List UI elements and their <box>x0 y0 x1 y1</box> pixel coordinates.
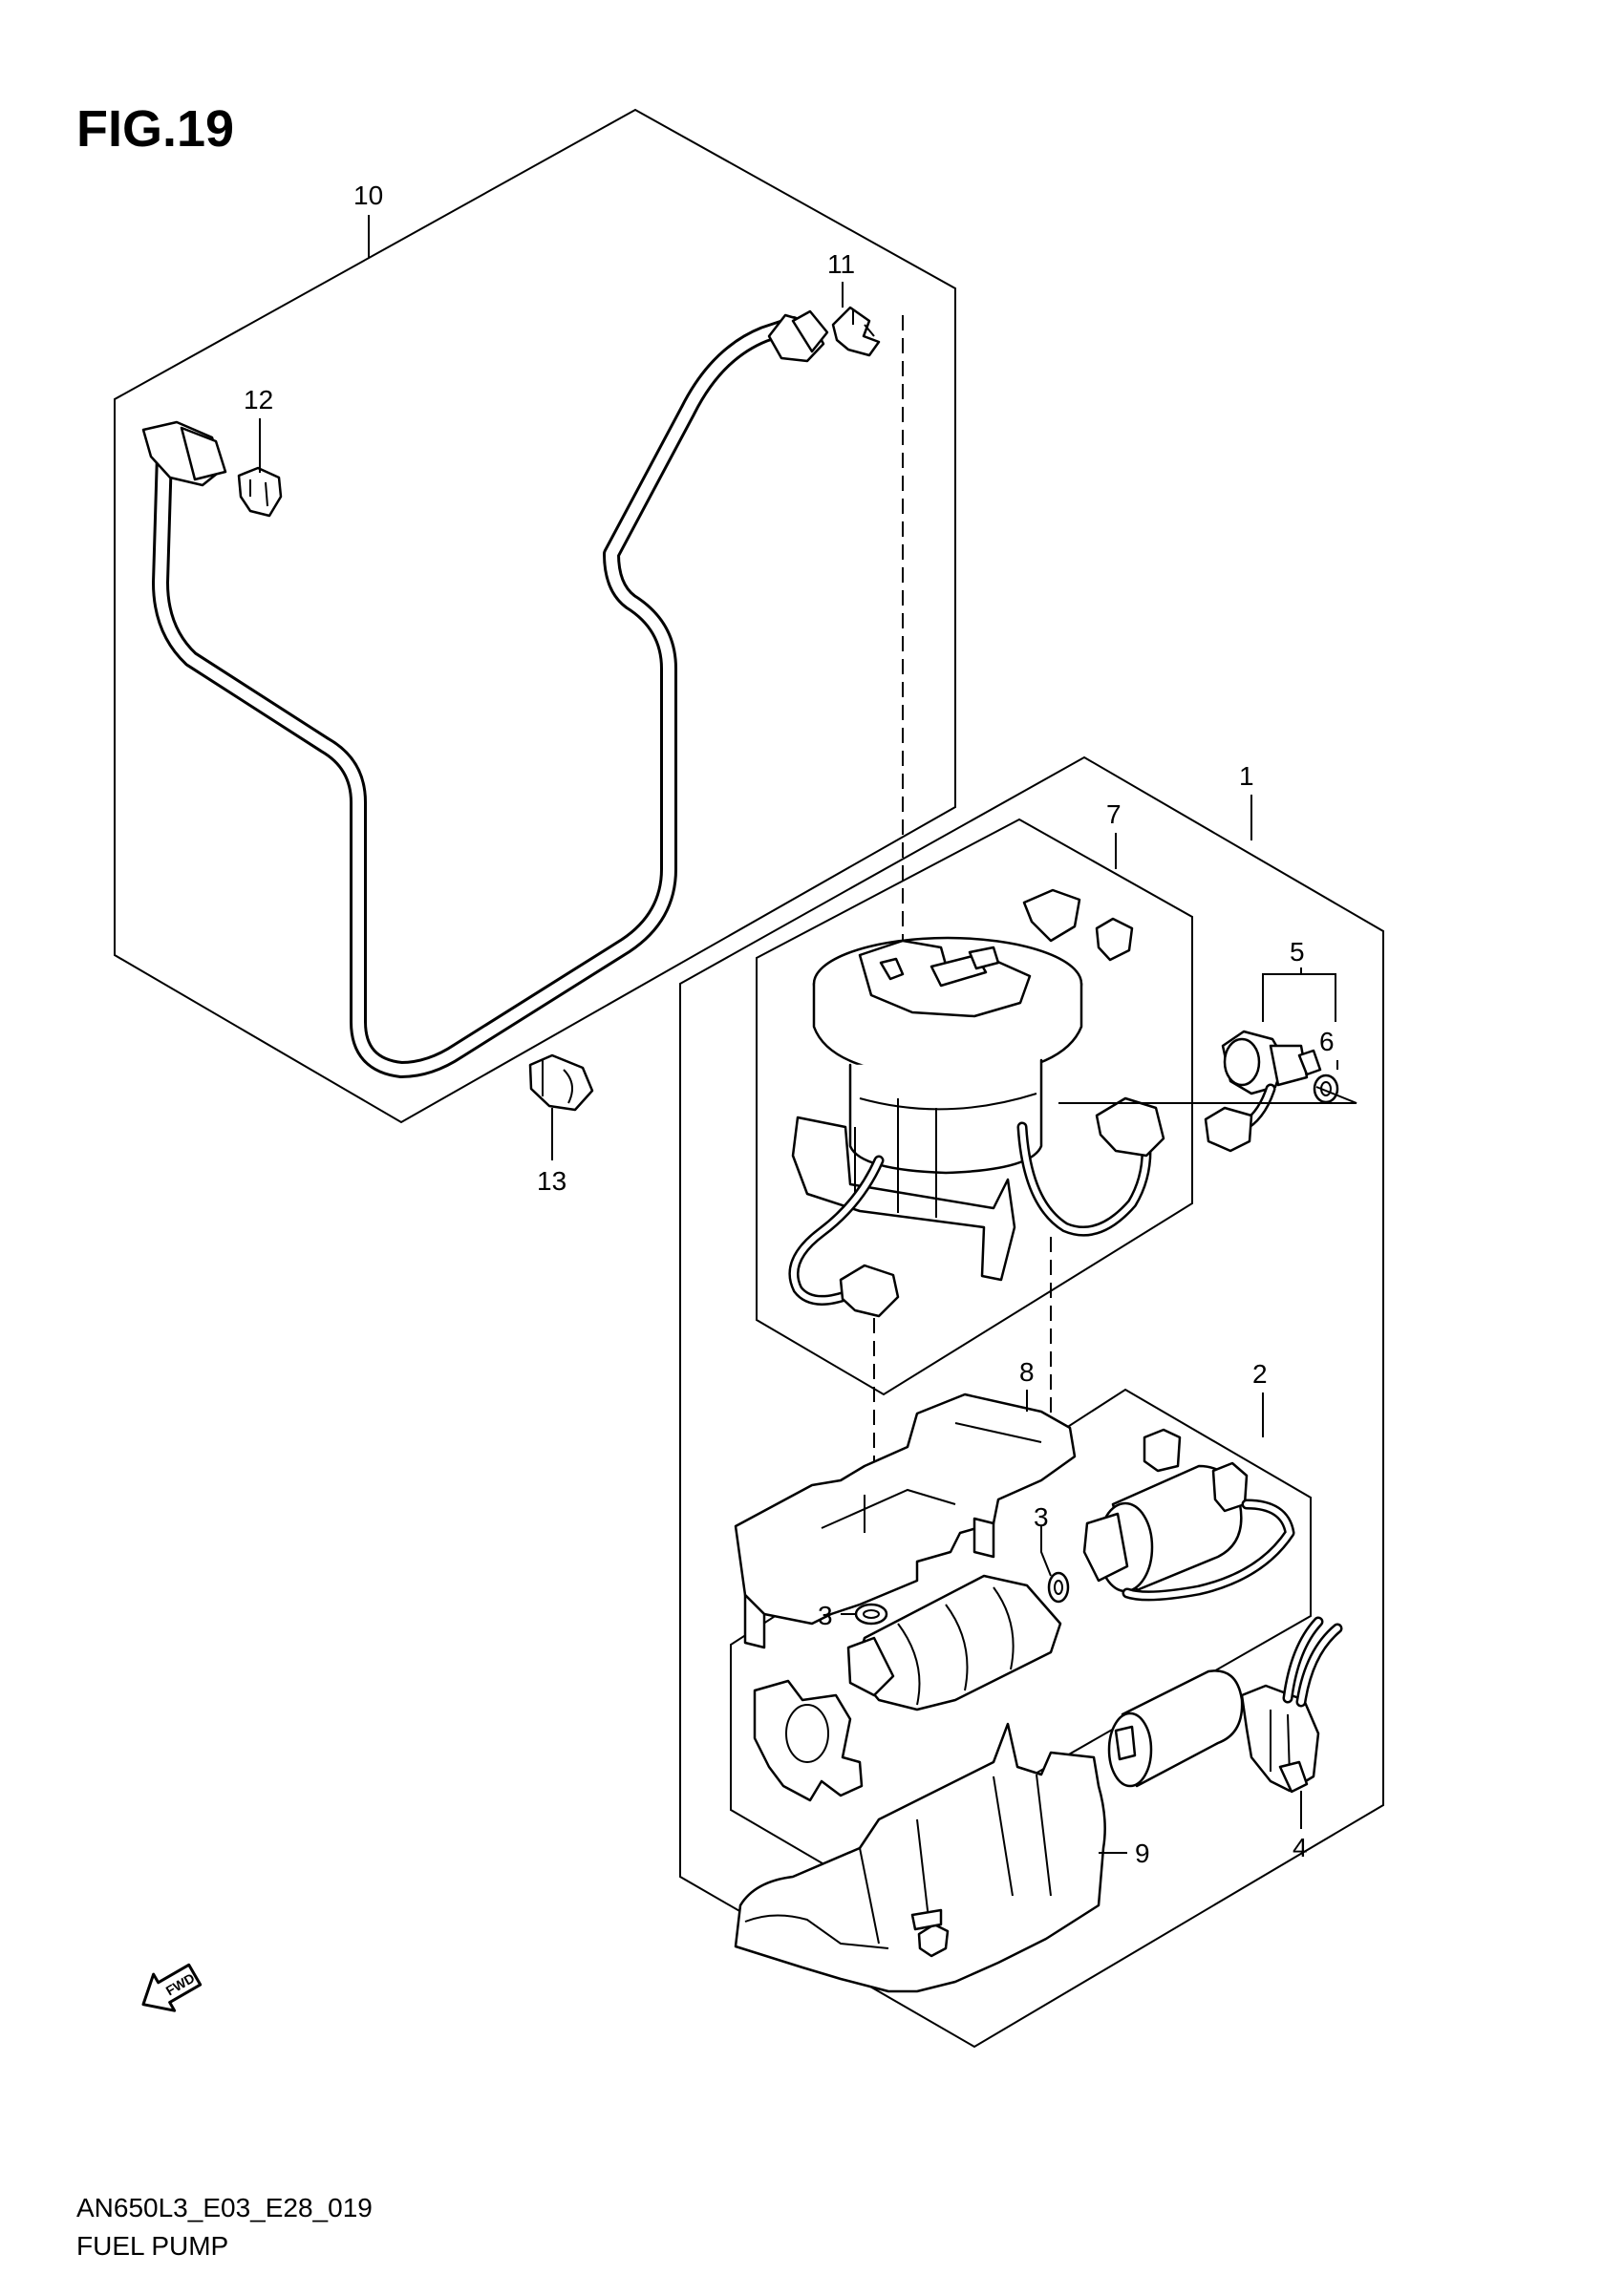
hose-clamp-13 <box>528 1053 594 1112</box>
callout-3b: 3 <box>1034 1502 1049 1532</box>
fuel-hose <box>141 309 829 1078</box>
diagram-title: FUEL PUMP <box>76 2231 229 2261</box>
callout-4: 4 <box>1293 1833 1308 1862</box>
level-sender-unit <box>1240 1616 1343 1794</box>
callout-8: 8 <box>1019 1357 1035 1387</box>
figure-title: FIG.19 <box>76 100 235 158</box>
callout-3a: 3 <box>818 1601 833 1630</box>
fuel-pump-case <box>734 1722 1106 1993</box>
pump-module <box>788 888 1165 1318</box>
callout-13: 13 <box>537 1166 566 1196</box>
fuel-filter-cage <box>846 1574 1062 1711</box>
callout-10: 10 <box>353 181 383 210</box>
pump-bracket <box>753 1679 864 1802</box>
o-ring-6 <box>1313 1074 1339 1104</box>
callout-7: 7 <box>1106 799 1122 829</box>
hose-clamp-12 <box>237 466 283 518</box>
leader-regulator <box>1058 1086 1357 1104</box>
pump-holder <box>734 1392 1077 1649</box>
fuel-pump-motor <box>1082 1428 1295 1602</box>
fuel-filter-cylinder <box>1107 1669 1244 1788</box>
callout-11: 11 <box>827 249 855 279</box>
pressure-regulator <box>1204 1030 1322 1153</box>
callout-12: 12 <box>244 385 273 415</box>
hose-clamp-11 <box>831 306 881 357</box>
leader-5 <box>1262 967 1336 1022</box>
pump-module-group-box <box>756 818 1193 1396</box>
callout-9: 9 <box>1135 1839 1150 1868</box>
callout-2: 2 <box>1252 1359 1268 1389</box>
o-ring-3b <box>1047 1571 1070 1604</box>
leader-3b <box>1040 1526 1052 1577</box>
callout-6: 6 <box>1319 1027 1335 1056</box>
callout-5: 5 <box>1290 937 1305 967</box>
callout-1: 1 <box>1239 761 1254 791</box>
o-ring-3a <box>854 1603 888 1626</box>
fuel-pump-assembly-group-box <box>679 755 1384 2049</box>
fwd-arrow-icon: FWD <box>141 1963 203 2012</box>
diagram-code: AN650L3_E03_E28_019 <box>76 2193 373 2222</box>
hose-assembly-group-box <box>114 108 956 1124</box>
